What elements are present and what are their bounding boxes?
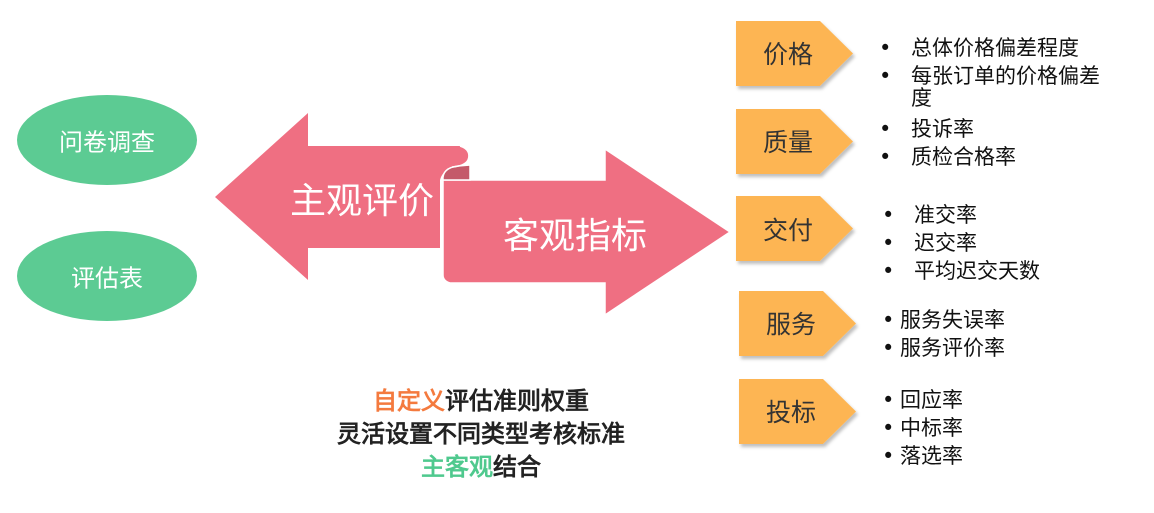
bullet: • [882,308,895,332]
scroll-fold [442,164,471,181]
list-item-text: 总体价格偏差程度 [911,36,1079,60]
list-item: • 质检合格率 [879,143,1016,171]
chevron-label-service: 服务 [765,310,817,339]
left-arrow-subjective [215,113,469,280]
list-item: •落选率 [882,442,963,470]
caption-line-1: 自定义评估准则权重 [373,381,589,416]
list-item: •中标率 [882,414,963,442]
bullet: • [879,145,892,169]
chevron-bidding [739,379,856,444]
bullet: • [882,388,895,412]
chevron-label-delivery: 交付 [762,216,814,245]
chevron-price [736,21,853,86]
price-metrics-list: • 总体价格偏差程度 • 每张订单的价格偏差 度 [879,34,1100,112]
list-item: •服务失误率 [882,306,1005,334]
list-item-text: 度 [911,86,932,110]
bullet: • [882,259,895,283]
delivery-metrics-list: • 准交率 • 迟交率 • 平均迟交天数 [882,201,1040,285]
list-item-text: 质检合格率 [911,145,1016,169]
bullet: • [882,231,895,255]
left-arrow-label: 主观评价 [289,181,435,222]
caption-text: 结合 [493,453,541,481]
caption-line-3: 主客观结合 [421,447,541,482]
chevron-label-bidding: 投标 [765,398,817,427]
chevron-service [739,291,856,356]
list-item-text: 服务失误率 [900,308,1005,332]
bullet: • [882,203,895,227]
oval-label-survey: 问卷调查 [59,128,155,157]
caption-text: 评估准则权重 [445,387,589,415]
list-item-text: 落选率 [900,444,963,468]
list-item: •服务评价率 [882,334,1005,362]
list-item: • 每张订单的价格偏差 [879,62,1100,90]
right-arrow-label: 客观指标 [502,216,648,257]
oval-survey [17,95,197,185]
list-item: • 投诉率 [879,115,1016,143]
list-item-text: 每张订单的价格偏差 [911,64,1100,88]
list-item: • 总体价格偏差程度 [879,34,1100,62]
oval-label-evaluation-form: 评估表 [71,264,143,293]
list-item-text: 回应率 [900,388,963,412]
list-item-text: 准交率 [914,203,977,227]
list-item-text: 平均迟交天数 [914,259,1040,283]
service-metrics-list: •服务失误率 •服务评价率 [882,306,1005,362]
list-item-text: 服务评价率 [900,336,1005,360]
caption-highlight-subjective-objective: 主客观 [421,453,493,481]
list-item-wrap: 度 [879,84,1100,112]
bidding-metrics-list: •回应率 •中标率 •落选率 [882,386,963,470]
bullet: • [879,117,892,141]
right-arrow-objective [442,147,732,317]
list-item-text: 迟交率 [914,231,977,255]
bullet: • [879,36,892,60]
bullet: • [879,64,892,88]
bullet: • [882,336,895,360]
chevron-label-price: 价格 [762,40,814,69]
chevron-label-quality: 质量 [762,128,814,157]
list-item-text: 中标率 [900,416,963,440]
chevron-delivery [736,196,853,261]
scroll-fold-edge [451,145,470,168]
quality-metrics-list: • 投诉率 • 质检合格率 [879,115,1016,171]
caption-line-2: 灵活设置不同类型考核标准 [337,420,625,448]
oval-evaluation-form [17,231,197,321]
list-item: • 迟交率 [882,229,1040,257]
list-item-text: 投诉率 [911,117,974,141]
bullet: • [882,416,895,440]
list-item: • 平均迟交天数 [882,257,1040,285]
list-item: • 准交率 [882,201,1040,229]
bullet: • [882,444,895,468]
caption-highlight-custom: 自定义 [373,387,445,415]
chevron-quality [736,109,853,174]
list-item: •回应率 [882,386,963,414]
